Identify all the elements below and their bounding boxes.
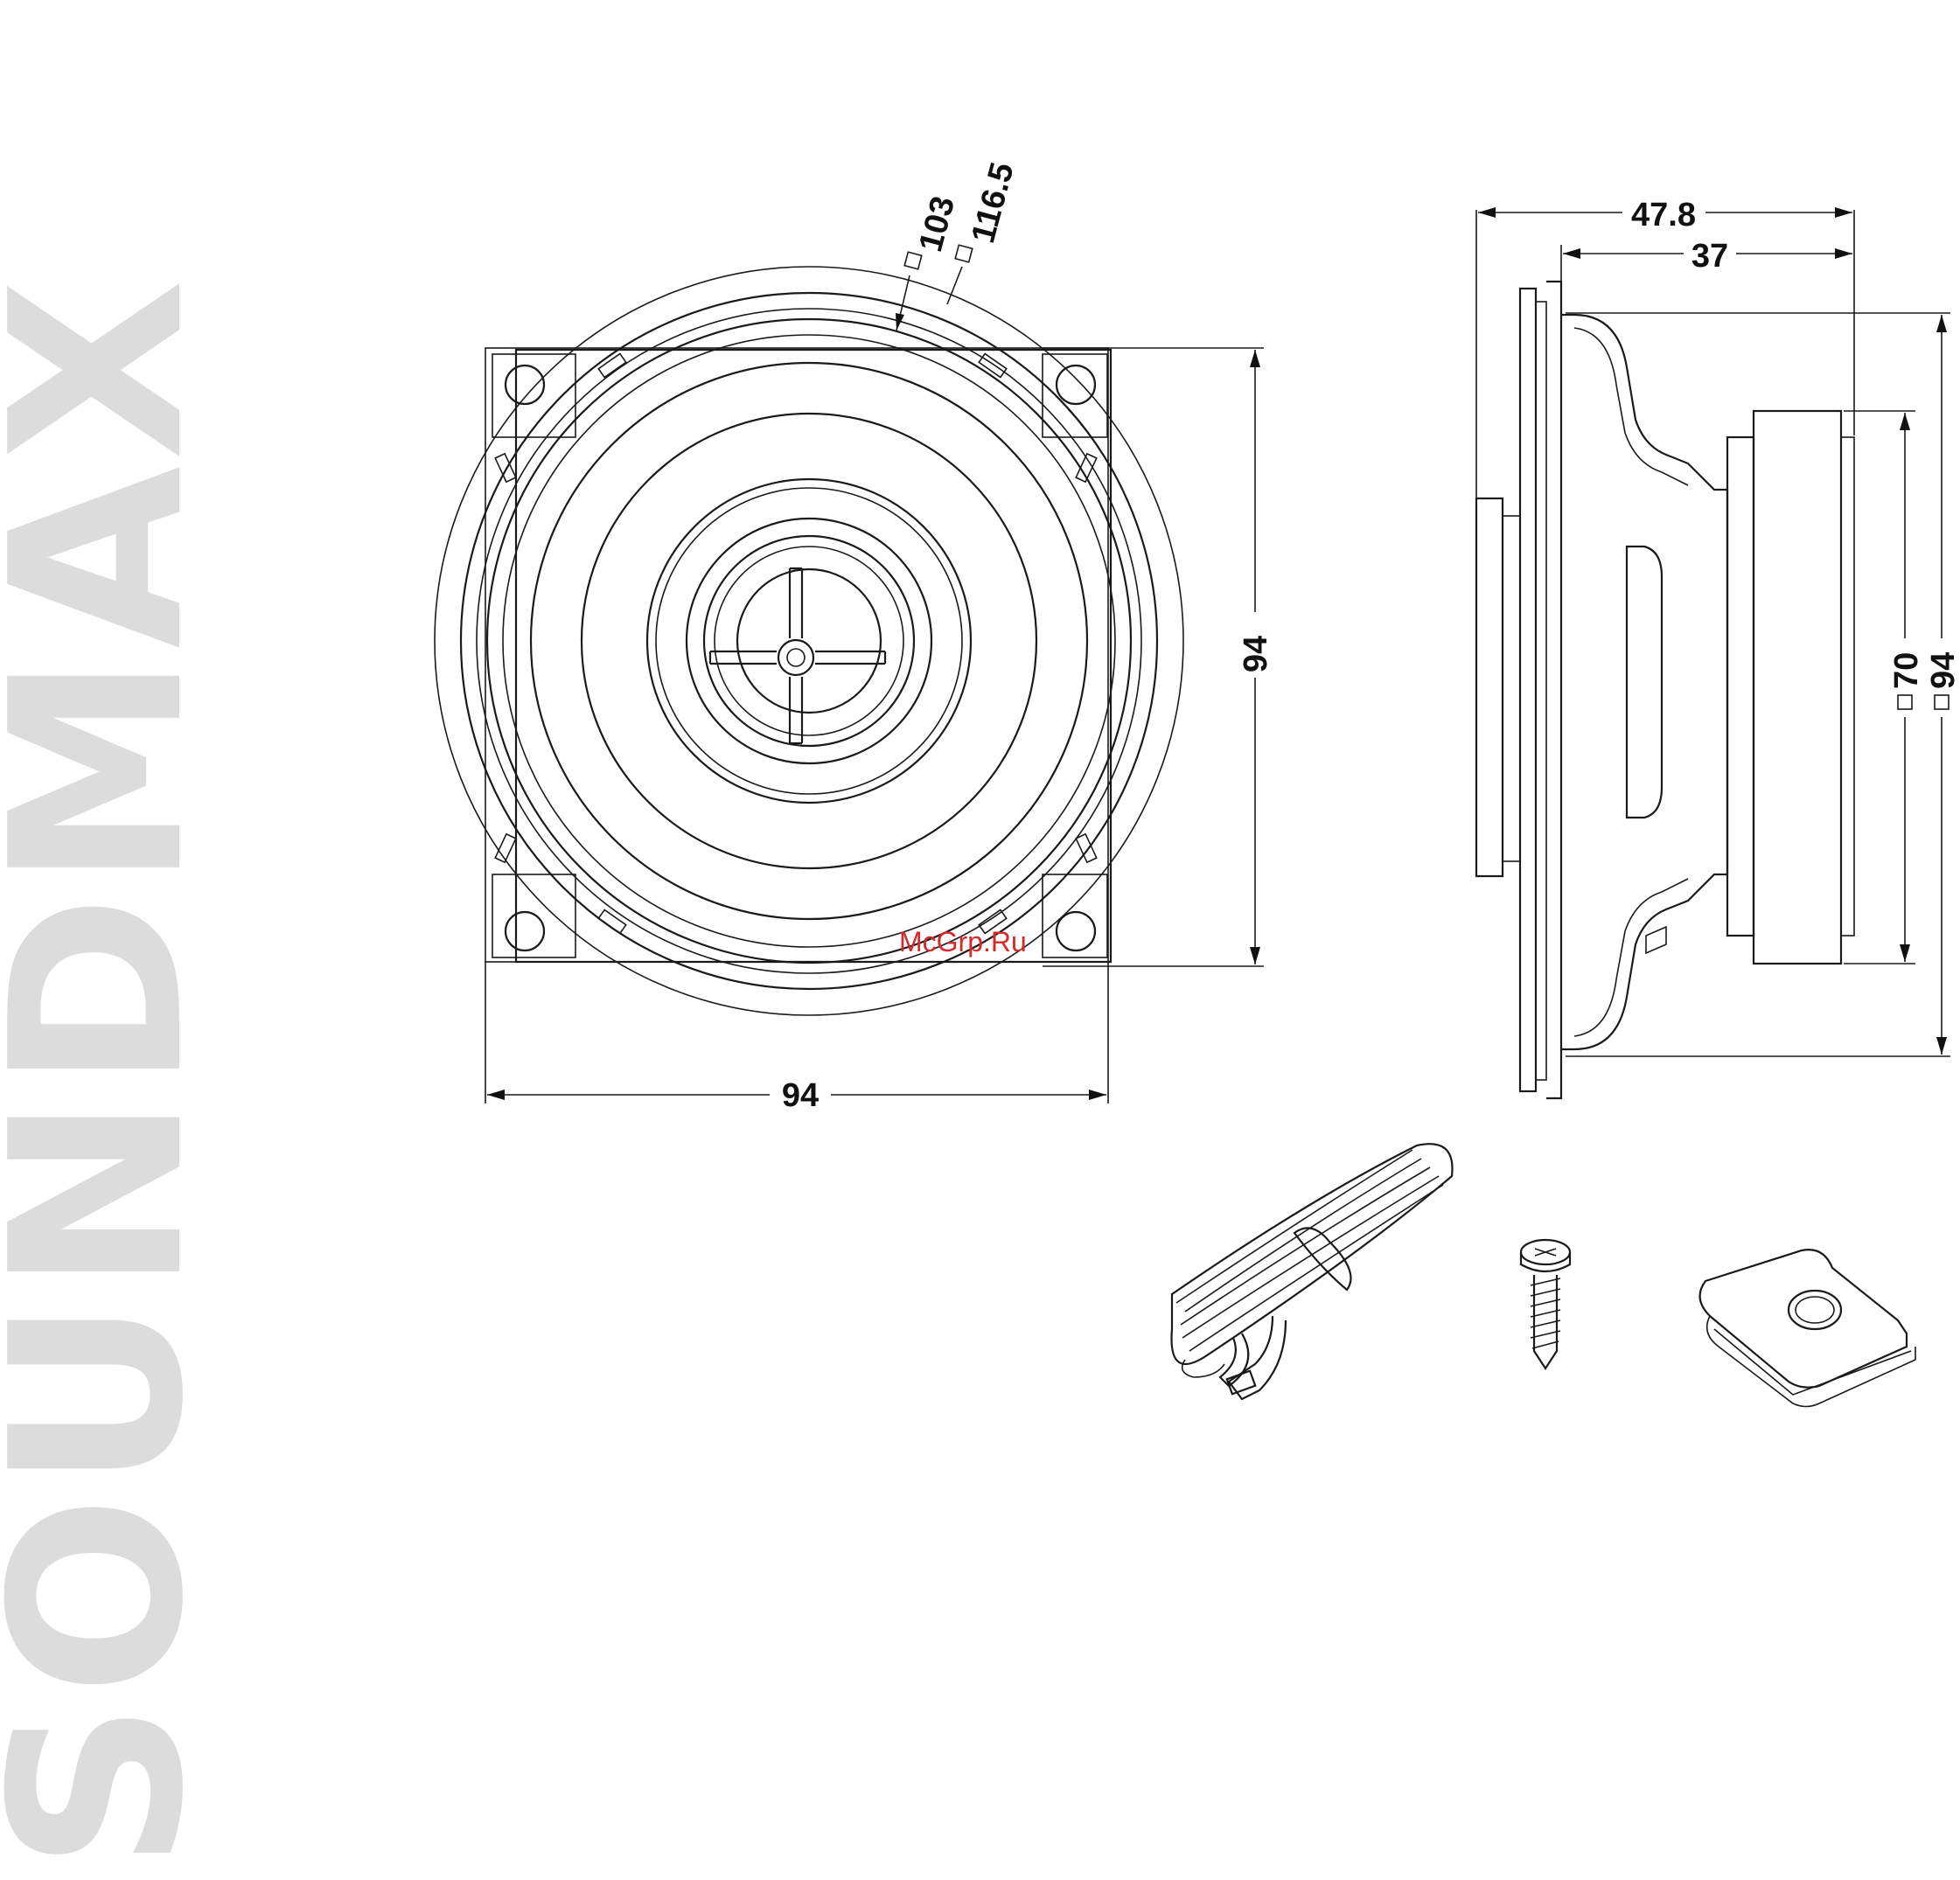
side-magnet-dimension: 70 — [1844, 411, 1925, 964]
screw-icon — [1521, 1240, 1570, 1368]
watermark: McGrp.Ru — [899, 926, 1027, 957]
brand-logo: SOUNDMAX — [0, 274, 235, 1871]
front-inner-diameter-label: 103 — [912, 192, 962, 255]
cable-icon — [1172, 1144, 1453, 1399]
front-height-dimension: 94 — [1043, 348, 1274, 966]
front-width-dimension: 94 — [485, 962, 1108, 1114]
front-height-label: 94 — [1238, 636, 1274, 672]
diameter-square-icon — [1898, 695, 1912, 709]
side-magnet-label: 70 — [1888, 652, 1925, 689]
side-total-depth-dimension: 47.8 — [1476, 197, 1854, 503]
side-mount-depth-label: 37 — [1691, 238, 1728, 275]
diameter-square-icon — [904, 252, 922, 269]
side-height-label: 94 — [1925, 652, 1960, 689]
diameter-square-icon — [955, 245, 973, 262]
side-mount-depth-dimension: 37 — [1561, 238, 1852, 284]
diameter-square-icon — [1935, 695, 1949, 709]
side-view: 47.8 37 70 — [1476, 197, 1960, 1098]
front-outer-diameter-label: 116.5 — [965, 159, 1022, 247]
brand-text: SOUNDMAX — [0, 274, 235, 1871]
side-total-depth-label: 47.8 — [1631, 197, 1696, 233]
front-diameter-dimensions: 103 116.5 — [896, 159, 1022, 331]
clip-icon — [1700, 1250, 1915, 1406]
front-view: 94 94 103 116.5 — [435, 159, 1274, 1114]
front-width-label: 94 — [782, 1077, 819, 1114]
